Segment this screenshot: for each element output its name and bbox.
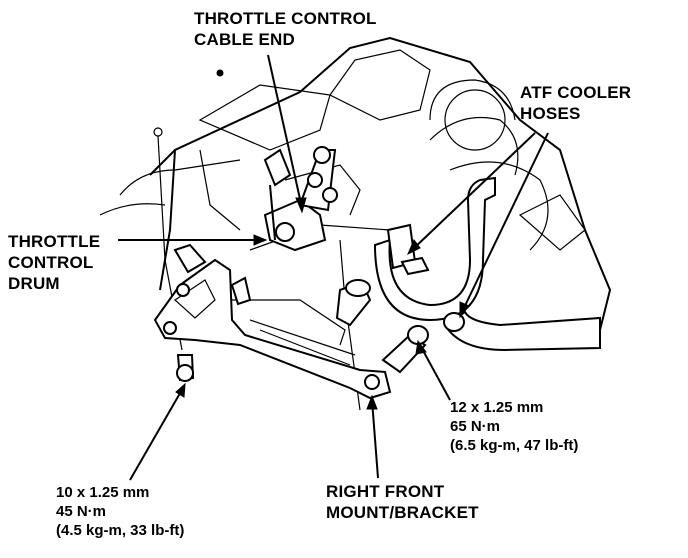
mount-bracket [153,243,392,400]
atf-cooler-hose-upper [373,176,496,322]
label-line: 10 x 1.25 mm [56,484,150,501]
label-atf-cooler-hoses: ATF COOLER HOSES [520,82,631,124]
bolt-12mm [381,325,429,374]
label-line: MOUNT/BRACKET [326,503,479,522]
label-line: HOSES [520,104,581,123]
label-line: (4.5 kg-m, 33 lb-ft) [56,522,185,539]
throttle-linkage [263,146,338,252]
label-bolt-10mm-torque: 10 x 1.25 mm 45 N·m (4.5 kg-m, 33 lb-ft) [56,483,184,540]
label-line: DRUM [8,274,60,293]
label-line: 12 x 1.25 mm [450,399,544,416]
leader-lines [118,54,549,481]
label-throttle-control-drum: THROTTLE CONTROL DRUM [8,231,100,294]
bolt-right-front [335,279,372,327]
atf-cooler-hose-lower [443,310,601,352]
label-line: 65 N·m [450,418,501,435]
label-bolt-12mm-torque: 12 x 1.25 mm 65 N·m (6.5 kg-m, 47 lb-ft) [450,398,578,455]
label-line: CABLE END [194,30,295,49]
label-line: ATF COOLER [520,83,632,102]
label-line: (6.5 kg-m, 47 lb-ft) [450,437,579,454]
label-line: RIGHT FRONT [326,482,445,501]
label-line: 45 N·m [56,503,107,520]
label-line: THROTTLE [8,232,101,251]
label-right-front-mount-bracket: RIGHT FRONT MOUNT/BRACKET [326,481,479,523]
label-line: CONTROL [8,253,94,272]
label-line: THROTTLE CONTROL [194,9,377,28]
bolt-10mm [176,354,195,382]
label-throttle-cable-end: THROTTLE CONTROL CABLE END [194,8,377,50]
